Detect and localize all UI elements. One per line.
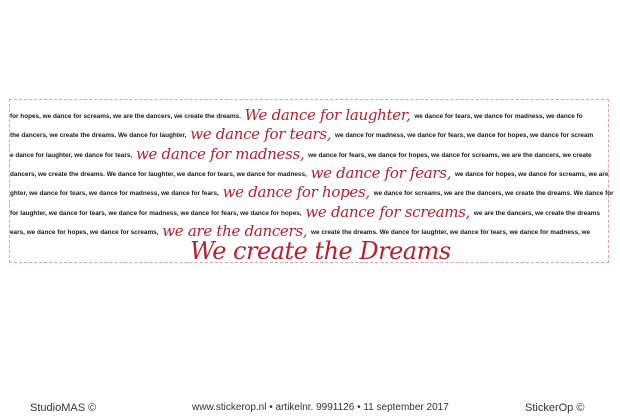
final-script-text: We create the Dreams: [190, 237, 451, 265]
text-line-7-pre: ears, we dance for hopes, we dance for s…: [10, 229, 159, 236]
text-line-2-pre: the dancers, we create the dreams. We da…: [10, 132, 187, 139]
text-line-1-post: we dance for tears, we dance for madness…: [414, 113, 583, 120]
text-line-6-post: we are the dancers, we create the dreams: [473, 210, 600, 217]
text-line-1-script: We dance for laughter,: [244, 106, 411, 124]
text-line-1: for hopes, we dance for screams, we are …: [10, 108, 583, 123]
text-line-4: dancers, we create the dreams. We dance …: [10, 166, 609, 181]
text-line-5: ghter, we dance for tears, we dance for …: [10, 185, 614, 200]
text-line-3-post: we dance for fears, we dance for hopes, …: [308, 152, 592, 159]
text-line-4-pre: dancers, we create the dreams. We dance …: [10, 171, 307, 178]
text-line-6-pre: for laughter, we dance for tears, we dan…: [10, 210, 302, 217]
text-line-4-script: we dance for fears,: [310, 164, 452, 182]
text-line-3-script: we dance for madness,: [135, 145, 305, 163]
footer-product-info: www.stickerop.nl • artikelnr. 9991126 • …: [192, 402, 449, 413]
text-line-3: e dance for laughter, we dance for tears…: [10, 147, 592, 162]
footer-studio-credit: StudioMAS ©: [30, 402, 97, 414]
text-line-2-script: we dance for tears,: [190, 125, 332, 143]
footer-brand-credit: StickerOp ©: [525, 402, 585, 414]
text-line-5-post: we dance for screams, we are the dancers…: [373, 190, 614, 197]
text-line-1-pre: for hopes, we dance for screams, we are …: [10, 113, 241, 120]
text-line-6: for laughter, we dance for tears, we dan…: [10, 205, 600, 220]
text-line-4-post: we dance for hopes, we dance for screams…: [454, 171, 609, 178]
text-line-6-script: we dance for screams,: [305, 203, 471, 221]
text-line-7-script: we are the dancers,: [162, 222, 308, 240]
text-line-2: the dancers, we create the dreams. We da…: [10, 127, 594, 142]
text-line-3-pre: e dance for laughter, we dance for tears…: [10, 152, 133, 159]
text-line-2-post: we dance for madness, we dance for fears…: [335, 132, 594, 139]
sticker-design-area: for hopes, we dance for screams, we are …: [9, 99, 614, 265]
text-line-5-pre: ghter, we dance for tears, we dance for …: [10, 190, 219, 197]
text-line-5-script: we dance for hopes,: [222, 183, 371, 201]
text-line-7-post: we create the dreams. We dance for laugh…: [311, 229, 591, 236]
text-line-7: ears, we dance for hopes, we dance for s…: [10, 224, 591, 239]
